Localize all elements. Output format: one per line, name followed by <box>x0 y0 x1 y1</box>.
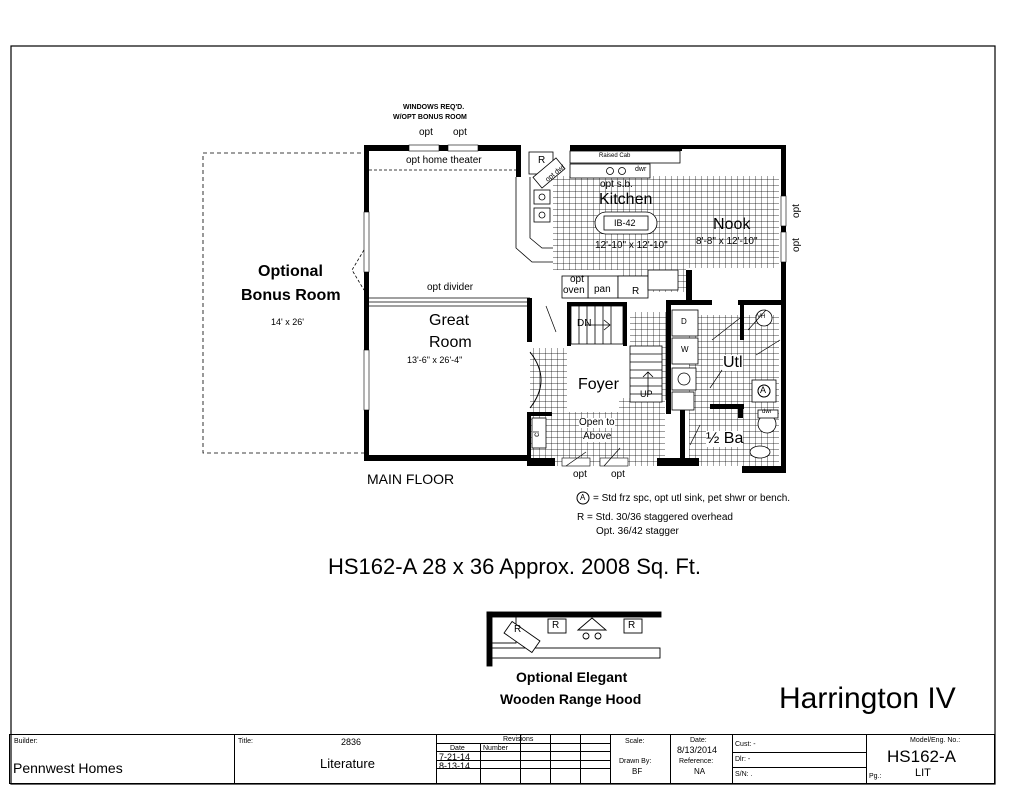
revision-date: 7-21-14 <box>439 752 471 762</box>
model-name: Harrington IV <box>779 682 956 715</box>
refrigerator-label: R <box>538 155 546 166</box>
great-room-label: Room <box>429 334 472 351</box>
opt-window-label: opt <box>419 127 433 138</box>
main-floor-label: MAIN FLOOR <box>367 471 455 487</box>
note-r-text: Opt. 36/42 stagger <box>596 526 679 537</box>
pantry-label: pan <box>594 284 611 295</box>
bonus-room-title: Bonus Room <box>241 287 341 304</box>
exterior-walls <box>364 145 786 473</box>
opt-window-label: opt <box>611 469 625 480</box>
revisions-label: Revisions <box>503 736 534 743</box>
hood-r-label: R <box>628 620 636 631</box>
door-swings <box>545 305 781 467</box>
dealer-field: Dlr: - <box>735 756 751 763</box>
opt-divider <box>369 169 530 307</box>
raised-cab-label: Raised Cab <box>599 153 631 159</box>
builder-label: Builder: <box>14 738 38 745</box>
sheet-border <box>10 45 996 785</box>
hood-r-label: R <box>552 620 560 631</box>
utility-fixtures <box>531 309 779 459</box>
hood-title: Optional Elegant <box>516 669 628 685</box>
revision-date-header: Date <box>450 745 465 752</box>
scale-label: Scale: <box>625 738 645 745</box>
plan-a-circle <box>757 384 771 398</box>
date-value: 8/13/2014 <box>677 745 718 755</box>
open-above-label: Above <box>583 431 612 442</box>
note-a-text: = Std frz spc, opt utl sink, pet shwr or… <box>593 493 791 504</box>
washer-label: W <box>681 345 689 354</box>
water-heater-label: VH <box>757 314 766 320</box>
kitchen-label: Kitchen <box>599 191 653 208</box>
great-room-size: 13'-6" x 26'-4" <box>407 355 463 365</box>
bonus-room-size: 14' x 26' <box>271 317 304 327</box>
tile-floor <box>530 176 779 466</box>
hood-title: Wooden Range Hood <box>500 691 642 707</box>
nook-size: 8'-8" x 12'-10" <box>696 236 758 247</box>
opt-home-theater-label: opt home theater <box>406 155 482 166</box>
windows <box>363 144 787 467</box>
note-r-text: R = Std. 30/36 staggered overhead <box>577 512 733 523</box>
kitchen-size: 12'-10" x 12'-10" <box>595 240 668 251</box>
foyer-bay <box>529 351 542 409</box>
hood-r-label: R <box>514 624 522 635</box>
reference-label: Reference: <box>679 758 714 765</box>
foyer-label: Foyer <box>578 376 619 393</box>
title-label: Title: <box>238 738 253 745</box>
title-block: Builder: Pennwest Homes Title: 2836 Lite… <box>9 734 995 784</box>
opt-window-label: opt <box>790 204 802 218</box>
plan-heading: HS162-A 28 x 36 Approx. 2008 Sq. Ft. <box>328 554 702 579</box>
note-a-marker: A <box>760 385 767 395</box>
kitchen-counters <box>515 150 681 299</box>
nook-label: Nook <box>713 216 751 233</box>
bonus-bay <box>351 249 365 291</box>
note-a-symbol: A <box>580 493 586 502</box>
builder-value: Pennwest Homes <box>13 760 123 776</box>
drawn-by-label: Drawn By: <box>619 758 652 765</box>
dryer-label: D <box>681 317 687 326</box>
utility-label: Utl <box>723 354 743 371</box>
date-label: Date: <box>690 737 707 744</box>
island-label: IB-42 <box>614 218 636 228</box>
opt-oven-label: oven <box>563 285 585 296</box>
windows-note-line1: WINDOWS REQ'D. <box>403 104 465 111</box>
bath-dwr-label: dwr <box>762 409 772 415</box>
opt-window-label: opt <box>573 469 587 480</box>
serial-field: S/N: . <box>735 771 753 778</box>
revision-number-header: Number <box>483 745 508 752</box>
page-value: LIT <box>915 767 931 779</box>
stair-up-label: UP <box>640 389 653 399</box>
great-room-label: Great <box>429 312 470 329</box>
opt-window-label: opt <box>790 238 802 252</box>
windows-note-line2: W/OPT BONUS ROOM <box>393 114 467 121</box>
reference-value: NA <box>694 767 706 776</box>
title-value: Literature <box>320 756 375 771</box>
page-label: Pg.: <box>869 773 882 780</box>
half-bath-label: ½ Ba <box>706 430 744 447</box>
dishwasher-label: dwr <box>635 166 647 173</box>
opt-oven-label: opt <box>570 274 584 285</box>
stairs <box>570 305 663 403</box>
closet-label: cl <box>531 431 541 437</box>
model-no-label: Model/Eng. No.: <box>910 737 961 744</box>
customer-field: Cust: - <box>735 741 756 748</box>
range-hood-inset <box>486 611 662 667</box>
refrigerator-label: R <box>632 286 640 297</box>
note-a-circle <box>576 491 590 505</box>
model-no-value: HS162-A <box>887 747 956 766</box>
opt-sb-label: opt s.b. <box>600 179 633 190</box>
opt-window-label: opt <box>453 127 467 138</box>
title-number: 2836 <box>341 737 362 747</box>
revision-date: 8-13-14 <box>439 761 471 771</box>
open-above-label: Open to <box>579 417 615 428</box>
interior-walls <box>516 145 786 466</box>
opt-divider-label: opt divider <box>427 282 474 293</box>
bonus-room-title: Optional <box>258 263 323 280</box>
stair-down-label: DN <box>577 318 592 329</box>
drawn-by-value: BF <box>632 767 643 776</box>
